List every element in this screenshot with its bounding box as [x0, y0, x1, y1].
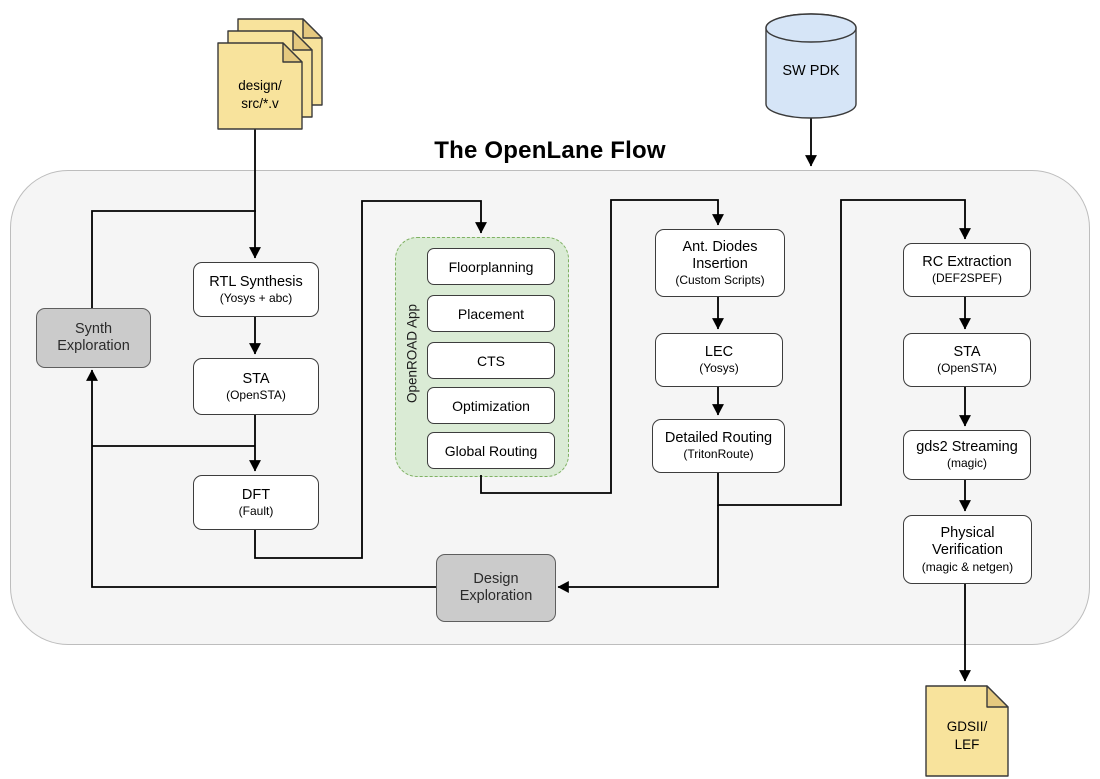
- detailed-routing-label: Detailed Routing: [664, 430, 773, 447]
- node-ant-diodes-insertion: Ant. Diodes Insertion (Custom Scripts): [655, 229, 785, 297]
- sta-left-tool: (OpenSTA): [226, 387, 286, 402]
- dft-tool: (Fault): [238, 503, 274, 518]
- synth-exploration-line2: Exploration: [57, 338, 130, 354]
- physical-verification-line1: Physical: [940, 525, 995, 542]
- lec-tool: (Yosys): [699, 361, 739, 376]
- node-sta-right: STA (OpenSTA): [903, 333, 1031, 387]
- gdsii-line2: LEF: [954, 737, 980, 753]
- step-optimization: Optimization: [427, 387, 555, 424]
- node-gds2-streaming: gds2 Streaming (magic): [903, 430, 1031, 480]
- sta-right-tool: (OpenSTA): [937, 361, 997, 376]
- step-floorplanning: Floorplanning: [427, 248, 555, 285]
- node-rtl-synthesis: RTL Synthesis (Yosys + abc): [193, 262, 319, 317]
- step-placement: Placement: [427, 295, 555, 332]
- ant-diodes-line2: Insertion: [692, 255, 748, 272]
- physical-verification-tool: (magic & netgen): [921, 559, 1014, 574]
- design-files-line1: design/: [238, 78, 282, 93]
- node-rc-extraction: RC Extraction (DEF2SPEF): [903, 243, 1031, 297]
- physical-verification-line2: Verification: [932, 542, 1003, 559]
- sw-pdk-label: SW PDK: [782, 63, 840, 79]
- rc-extraction-tool: (DEF2SPEF): [931, 271, 1002, 286]
- dft-label: DFT: [241, 486, 271, 503]
- design-exploration-line1: Design: [473, 570, 519, 587]
- rc-extraction-label: RC Extraction: [922, 254, 1012, 271]
- ant-diodes-tool: (Custom Scripts): [675, 273, 765, 288]
- node-dft: DFT (Fault): [193, 475, 319, 530]
- diagram-title: The OpenLane Flow: [434, 137, 666, 164]
- rtl-synthesis-tool: (Yosys + abc): [219, 290, 293, 305]
- design-files-line2: src/*.v: [241, 96, 279, 112]
- sta-right-label: STA: [953, 344, 981, 361]
- lec-label: LEC: [704, 344, 734, 361]
- openroad-app-label: OpenROAD App: [404, 303, 420, 404]
- ant-diodes-line1: Ant. Diodes: [682, 238, 758, 255]
- node-lec: LEC (Yosys): [655, 333, 783, 387]
- gds2-streaming-label: gds2 Streaming: [916, 439, 1018, 456]
- node-detailed-routing: Detailed Routing (TritonRoute): [652, 419, 785, 473]
- step-cts: CTS: [427, 342, 555, 379]
- rtl-synthesis-label: RTL Synthesis: [209, 273, 303, 290]
- gds2-streaming-tool: (magic): [946, 456, 987, 471]
- gdsii-line1: GDSII/: [946, 719, 988, 734]
- design-exploration-line2: Exploration: [459, 588, 533, 604]
- sta-left-label: STA: [242, 370, 270, 387]
- node-sta-left: STA (OpenSTA): [193, 358, 319, 415]
- node-physical-verification: Physical Verification (magic & netgen): [903, 515, 1032, 584]
- design-files-label: design/ src/*.v: [218, 77, 302, 113]
- gdsii-lef-label: GDSII/ LEF: [926, 718, 1008, 754]
- detailed-routing-tool: (TritonRoute): [683, 447, 754, 462]
- step-global-routing: Global Routing: [427, 432, 555, 469]
- node-synth-exploration: Synth Exploration: [36, 308, 151, 368]
- node-design-exploration: Design Exploration: [436, 554, 556, 622]
- synth-exploration-line1: Synth: [74, 320, 113, 337]
